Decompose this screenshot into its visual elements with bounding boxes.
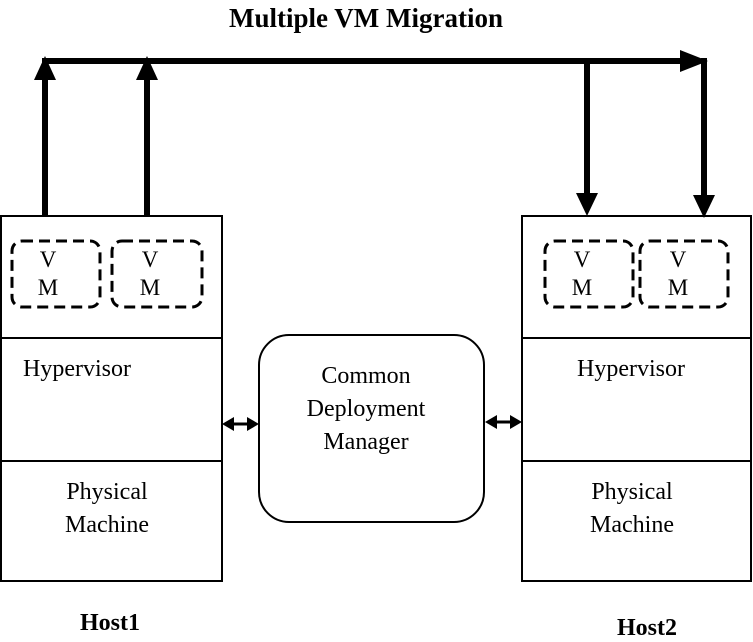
host2: V M V M Hypervisor Physical Machine Host… [521,215,752,641]
migration-up-shaft-2 [144,70,150,216]
host2-vm-1-label-line1: V [574,247,591,272]
migration-down-arrowhead-1 [576,193,598,216]
connector-host2-arrowhead-right [510,415,522,429]
connector-host1-arrowhead-right [247,417,259,431]
host1: V M V M Hypervisor Physical Machine Host… [0,215,223,636]
migration-down-arrowhead-2 [693,195,715,218]
connector-host1-arrowhead-left [222,417,234,431]
migration-down-shaft-1 [584,58,590,198]
host1-hypervisor-label: Hypervisor [23,356,131,382]
deployment-manager-label-line3: Manager [323,429,408,455]
migration-arrowhead-right [680,50,708,72]
deployment-manager-label-line1: Common [321,363,410,389]
host1-vm-1-label-line1: V [40,247,57,272]
host2-vm-2 [638,239,730,309]
host1-name: Host1 [80,610,140,636]
host2-name: Host2 [617,615,677,641]
host1-frame [0,215,223,582]
host1-vm-2-label-line2: M [140,275,160,300]
deployment-manager-label-line2: Deployment [307,396,426,422]
connector-host1-manager [222,417,259,431]
host2-physical-label-line2: Machine [590,512,674,538]
connector-manager-host2 [485,415,522,429]
deployment-manager: Common Deployment Manager [258,334,485,523]
host1-vm-1 [10,239,102,309]
migration-down-shaft-2 [701,58,707,198]
migration-up-arrowhead-1 [34,56,56,80]
migration-up-shaft-1 [42,70,48,216]
host2-physical-label-line1: Physical [591,479,673,505]
diagram-title: Multiple VM Migration [229,3,503,33]
host1-vm-2 [110,239,204,309]
host2-vm-1 [543,239,635,309]
migration-path-top [42,58,687,64]
host2-hypervisor-label: Hypervisor [577,356,685,382]
host1-vm-1-label-line2: M [38,275,58,300]
host1-physical-label-line2: Machine [65,512,149,538]
connector-host2-arrowhead-left [485,415,497,429]
host2-vm-2-label-line1: V [670,247,687,272]
host2-vm-2-label-line2: M [668,275,688,300]
deployment-manager-box [258,334,485,523]
host1-physical-label-line1: Physical [66,479,148,505]
host1-vm-2-label-line1: V [142,247,159,272]
host2-frame [521,215,752,582]
host2-vm-1-label-line2: M [572,275,592,300]
migration-arrows [34,50,715,218]
migration-up-arrowhead-2 [136,56,158,80]
